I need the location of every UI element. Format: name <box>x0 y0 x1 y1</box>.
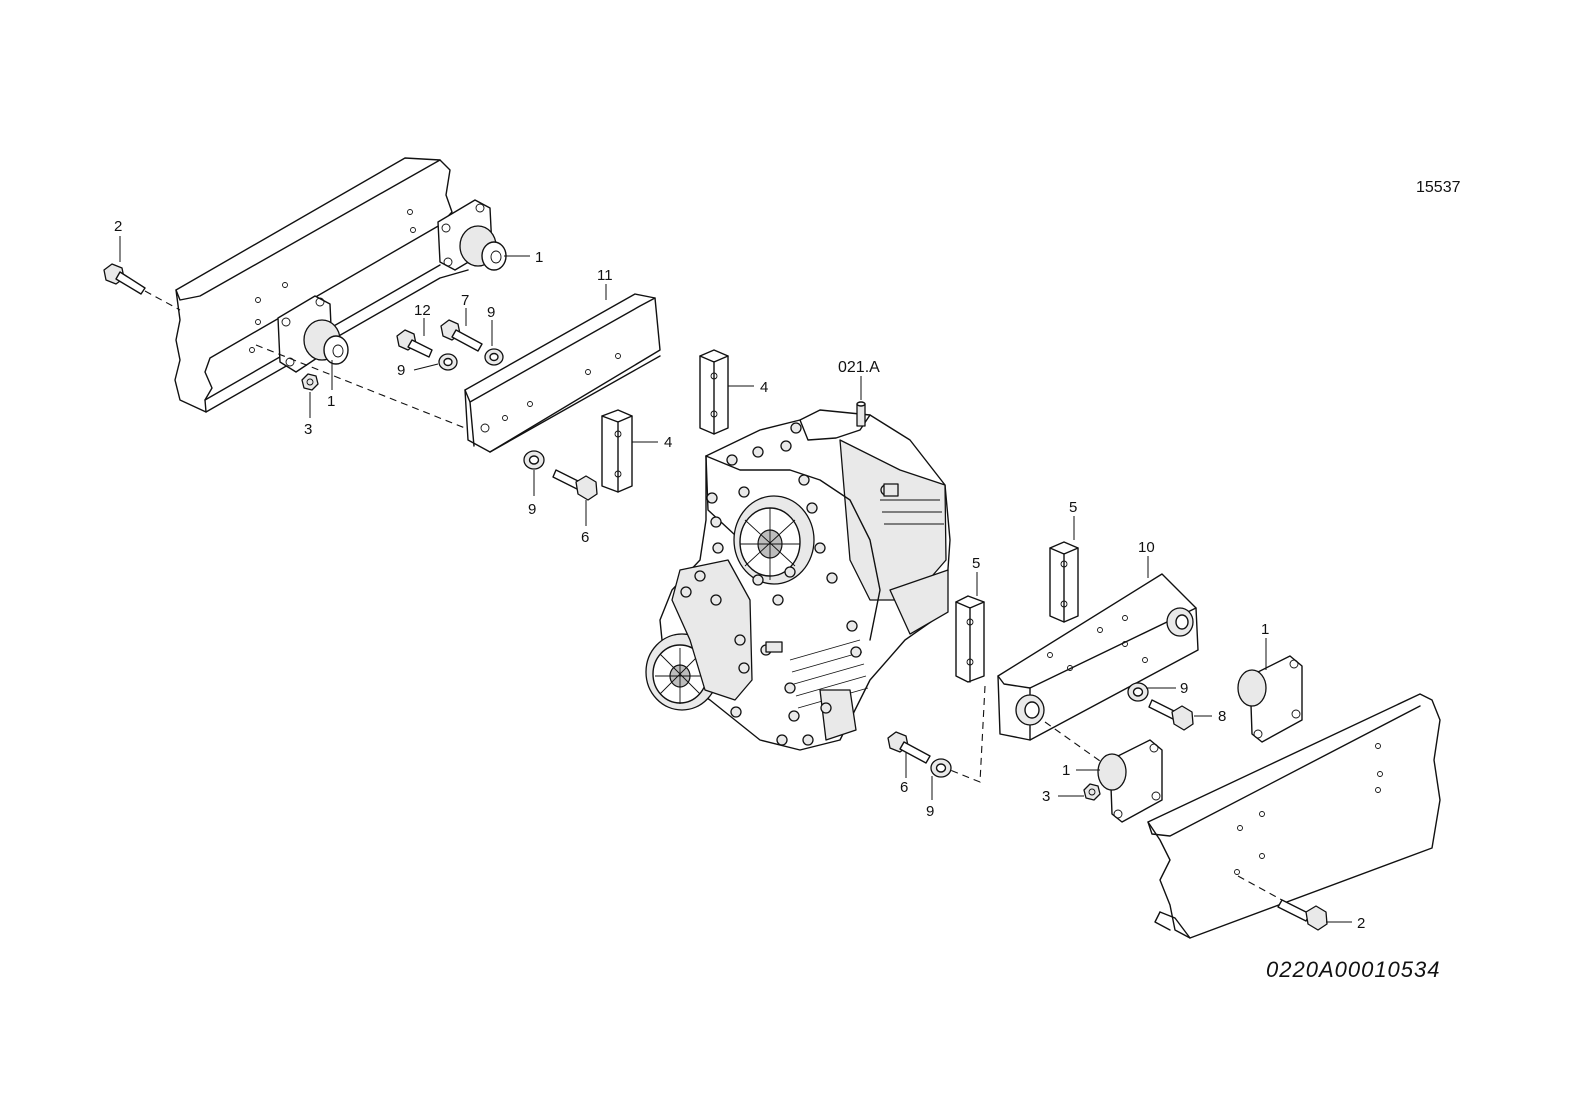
callout-1-lower-right: 1 <box>1062 762 1070 779</box>
callout-4-upper: 4 <box>760 379 768 396</box>
assembly-reference: 021.A <box>838 359 880 376</box>
nut-left <box>301 373 319 391</box>
washer-9-d <box>1127 682 1149 702</box>
callout-1-lower-left: 1 <box>327 393 335 410</box>
callout-9-left: 9 <box>397 362 405 379</box>
bracket-11 <box>464 293 661 453</box>
callout-2-left: 2 <box>114 218 122 235</box>
left-chassis-rail <box>174 157 469 413</box>
callout-1-upper-right: 1 <box>1261 621 1269 638</box>
callout-5-left: 5 <box>972 555 980 572</box>
callout-3-right: 3 <box>1042 788 1050 805</box>
callout-2-right: 2 <box>1357 915 1365 932</box>
sheet-number: 15537 <box>1416 179 1461 196</box>
engine-mount-lower-left <box>277 295 349 373</box>
callout-11: 11 <box>597 267 613 284</box>
bolt-left-rail <box>103 263 181 311</box>
callout-labels: 2 1 1 3 12 7 9 9 11 4 4 9 6 5 5 10 1 9 8… <box>114 218 1365 932</box>
washer-9-a <box>438 353 458 371</box>
leader-lines <box>119 236 1352 923</box>
spacer-block-5-right <box>1049 541 1079 623</box>
callout-12: 12 <box>414 302 431 319</box>
engine-mount-upper-left <box>437 199 507 271</box>
callout-9-bracket: 9 <box>528 501 536 518</box>
spacer-block-4-upper <box>699 349 729 435</box>
callout-5-right: 5 <box>1069 499 1077 516</box>
callout-9-upper: 9 <box>487 304 495 321</box>
callout-7: 7 <box>461 292 469 309</box>
callout-8: 8 <box>1218 708 1226 725</box>
callout-9-right: 9 <box>1180 680 1188 697</box>
engine-mount-lower-right <box>1097 739 1163 823</box>
nut-right <box>1083 783 1101 801</box>
bracket-10 <box>997 573 1199 741</box>
callout-3-left: 3 <box>304 421 312 438</box>
callout-6-left: 6 <box>581 529 589 546</box>
callout-1-upper-left: 1 <box>535 249 543 266</box>
washer-9-c <box>523 450 545 470</box>
spacer-block-5-left <box>955 595 985 683</box>
engine-mount-upper-right <box>1237 655 1303 743</box>
bolt-right-rail <box>1237 875 1328 931</box>
callout-9-lower: 9 <box>926 803 934 820</box>
document-code: 0220A00010534 <box>1266 957 1441 982</box>
bolt-8 <box>1148 699 1194 731</box>
bolt-6-left <box>552 469 598 501</box>
bolt-7 <box>440 319 483 352</box>
bolt-12 <box>396 329 433 358</box>
callout-4-lower: 4 <box>664 434 672 451</box>
right-chassis-rail <box>1147 693 1441 939</box>
transfer-case <box>645 401 951 751</box>
callout-10: 10 <box>1138 539 1155 556</box>
spacer-block-4-lower <box>601 409 633 493</box>
washer-9-e <box>930 758 952 778</box>
bolt-6-right <box>887 731 931 764</box>
washer-9-b <box>484 348 504 366</box>
callout-6-right: 6 <box>900 779 908 796</box>
